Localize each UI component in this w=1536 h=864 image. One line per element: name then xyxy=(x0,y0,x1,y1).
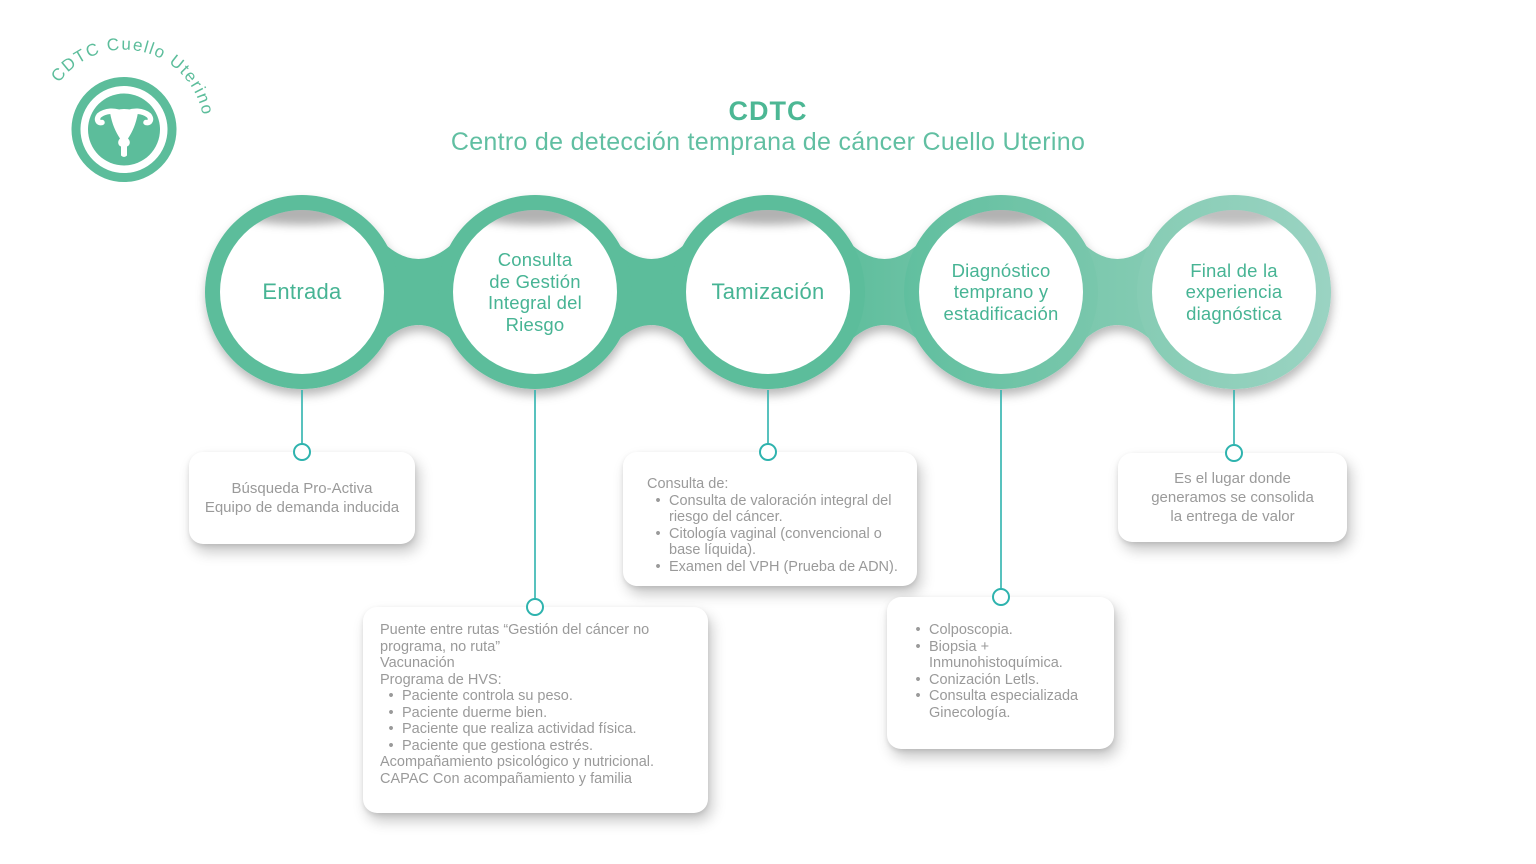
note-line: •Conización Letls. xyxy=(915,671,1040,688)
note-text: Búsqueda Pro-Activa Equipo de demanda in… xyxy=(204,480,400,516)
stage-label-entrada: Entrada xyxy=(262,279,342,304)
note-line: •Biopsia + Inmunohistoquímica. xyxy=(915,638,1063,672)
note-line: •Colposcopia. xyxy=(915,622,1013,638)
note-line: •Paciente duerme bien. xyxy=(388,704,548,721)
note-final: Es el lugar donde generamos se consolida… xyxy=(1118,453,1347,542)
note-line: •Paciente que gestiona estrés. xyxy=(388,737,594,754)
note-lines: Puente entre rutas “Gestión del cáncer n… xyxy=(380,622,694,787)
note-line: Acompañamiento psicológico y nutricional… xyxy=(380,754,655,770)
note-consulta-gestion: Puente entre rutas “Gestión del cáncer n… xyxy=(363,607,708,813)
note-diagnostico: •Colposcopia.•Biopsia + Inmunohistoquími… xyxy=(887,597,1114,749)
note-line: •Citología vaginal (convencional o base … xyxy=(655,525,882,559)
stage-label-final: Final de la experiencia diagnóstica xyxy=(1185,259,1283,324)
note-line: •Consulta especializada Ginecología. xyxy=(915,688,1079,721)
note-line: •Consulta de valoración integral del rie… xyxy=(655,492,892,526)
note-line: Vacunación xyxy=(380,655,455,671)
note-line: CAPAC Con acompañamiento y familia xyxy=(380,770,632,787)
note-line: Consulta de: xyxy=(647,476,729,492)
main-title: CDTC xyxy=(728,96,808,126)
note-entrada: Búsqueda Pro-Activa Equipo de demanda in… xyxy=(189,452,415,544)
note-line: •Paciente controla su peso. xyxy=(388,688,573,704)
note-line: •Examen del VPH (Prueba de ADN). xyxy=(655,558,898,575)
note-line: •Paciente que realiza actividad física. xyxy=(388,721,637,737)
note-lines: •Colposcopia.•Biopsia + Inmunohistoquími… xyxy=(907,622,1108,721)
note-text: Es el lugar donde generamos se consolida… xyxy=(1151,470,1314,525)
note-line: Programa de HVS: xyxy=(380,671,502,688)
main-subtitle: Centro de detección temprana de cáncer C… xyxy=(450,128,1086,156)
stage-label-consulta-gestion: Consulta de Gestión Integral del Riesgo xyxy=(488,249,582,335)
note-line: Puente entre rutas “Gestión del cáncer n… xyxy=(380,622,650,655)
note-lines: Consulta de:•Consulta de valoración inte… xyxy=(647,476,913,575)
stage-label-diagnostico: Diagnóstico temprano y estadificación xyxy=(943,259,1059,324)
stage-label-tamizacion: Tamización xyxy=(711,279,825,304)
note-tamizacion: Consulta de:•Consulta de valoración inte… xyxy=(623,452,917,586)
